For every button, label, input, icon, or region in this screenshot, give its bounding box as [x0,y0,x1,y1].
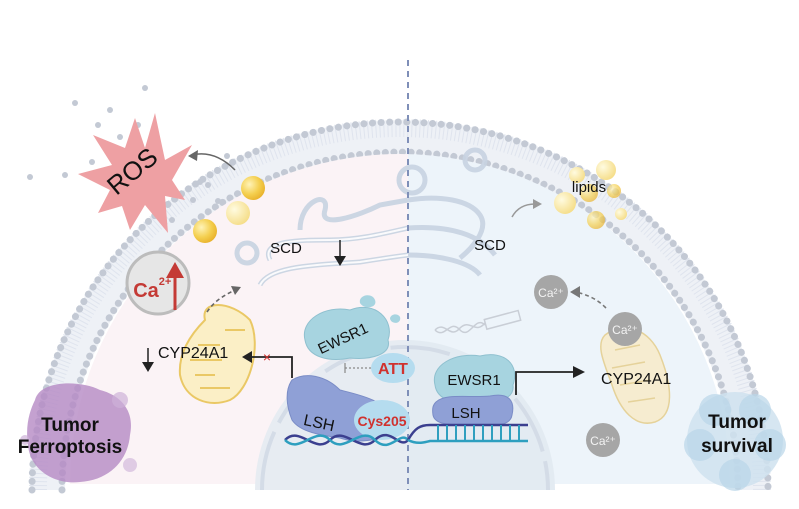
cyp24a1-label-left: CYP24A1 [158,345,228,362]
dna-ladder-right [406,423,528,445]
calcium-up-arrow-icon [166,262,184,278]
blocked-transcription-arrow [242,351,293,378]
cyp24a1-down-arrow [142,348,154,372]
tumor-survival-label-2: survival [701,436,773,457]
lipid-synthesis-arrow [511,203,536,218]
tumor-ferroptosis-cell-icon [20,383,137,483]
calcium-ion-1: Ca²⁺ [534,275,568,309]
ca-release-arrow-head [231,286,241,295]
scd-label-left: SCD [270,240,302,257]
svg-text:Ca²⁺: Ca²⁺ [612,323,638,337]
lsh-label-right: LSH [451,405,480,422]
tumor-ferroptosis-label-2: Ferroptosis [18,437,123,458]
lipids-label: lipids [572,179,606,196]
ca-arrow-head-right [570,286,580,298]
inhibition-x-icon: × [263,349,271,365]
mitochondrion-left [178,304,256,404]
lsh-protein-right: LSH [432,394,514,426]
lipid-arrow-head [533,199,542,209]
scd-label-right: SCD [474,237,506,254]
ca-release-arrow-left [206,289,236,313]
lipid-droplets-left [193,176,265,243]
dna-fragment-right [434,309,522,334]
att-label: ATT [378,361,408,378]
scd-down-arrow [334,240,346,266]
calcium-increase-badge: Ca 2+ [125,250,191,316]
active-transcription-arrow [515,366,585,395]
calcium-ion-2: Ca²⁺ [608,312,642,346]
ewsr1-protein-left: EWSR1 [303,295,401,360]
lsh-label-left: LSH [302,412,336,435]
mitochondrion-right [600,327,671,424]
ewsr1-label-right: EWSR1 [447,372,500,389]
calcium-ion-3: Ca²⁺ [586,423,620,457]
svg-text:Ca²⁺: Ca²⁺ [590,434,616,448]
cyp24a1-label-right: CYP24A1 [601,371,671,388]
tumor-survival-cell-cluster-icon [684,392,786,491]
ros-burst: ROS [78,113,192,233]
att-inhibitor: ATT [344,353,415,383]
cys205-label: Cys205 [357,413,406,429]
ca-transport-arrow-right [579,292,607,309]
lipid-droplets-right [554,160,627,229]
calcium-superscript: 2+ [159,276,172,288]
lsh-protein-left: LSH Cys205 [286,375,410,442]
svg-text:Ca²⁺: Ca²⁺ [538,286,564,300]
ewsr1-protein-right: EWSR1 [433,354,516,404]
tumor-ferroptosis-label-1: Tumor [41,415,99,436]
cell-membrane [28,118,772,494]
calcium-label: Ca [133,280,159,302]
tumor-survival-label-1: Tumor [708,412,766,433]
dna-helix-left [284,433,409,447]
ros-arrow-head [188,150,198,161]
